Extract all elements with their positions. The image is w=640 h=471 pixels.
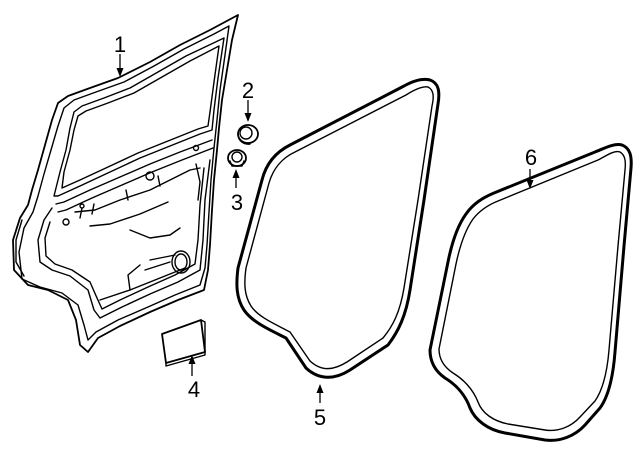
callout-arrows bbox=[116, 54, 534, 403]
callout-3-label: 3 bbox=[231, 190, 243, 215]
clip-part-3 bbox=[227, 149, 247, 167]
callout-5-label: 5 bbox=[314, 405, 326, 430]
callout-4-label: 4 bbox=[188, 377, 200, 402]
door-shell bbox=[12, 14, 239, 353]
plug-part-2 bbox=[237, 124, 259, 145]
callout-6-label: 6 bbox=[525, 145, 537, 170]
weatherstrip-part-5 bbox=[235, 77, 441, 379]
weatherstrip-part-6 bbox=[428, 143, 633, 442]
callout-2-label: 2 bbox=[242, 78, 254, 103]
pad-part-4 bbox=[161, 319, 206, 367]
callout-1-label: 1 bbox=[114, 32, 126, 57]
